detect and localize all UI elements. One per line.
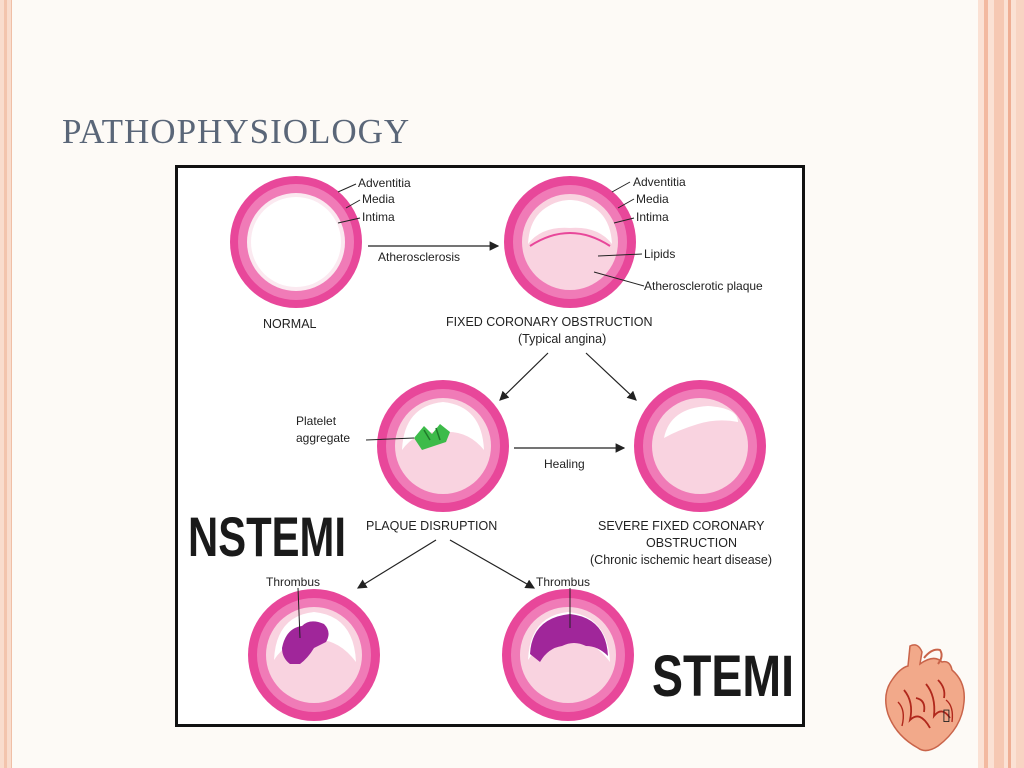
stemi-vessel <box>502 589 634 721</box>
label-adventitia-right: Adventitia <box>633 175 686 189</box>
label-lipids: Lipids <box>644 247 675 261</box>
label-thrombus-left: Thrombus <box>266 575 320 589</box>
fixed-obstruction-vessel <box>504 176 636 308</box>
plaque-disruption-vessel <box>377 380 509 512</box>
right-border-decoration <box>978 0 1024 768</box>
caption-chronic-ischemic: (Chronic ischemic heart disease) <box>590 553 772 567</box>
label-platelet: Platelet <box>296 414 337 428</box>
pathophysiology-diagram: Adventitia Media Intima NORMAL Atheroscl… <box>175 165 805 727</box>
label-atherosclerosis: Atherosclerosis <box>378 250 460 264</box>
caption-plaque-disruption: PLAQUE DISRUPTION <box>366 519 497 533</box>
label-intima-right: Intima <box>636 210 669 224</box>
label-atherosclerotic-plaque: Atherosclerotic plaque <box>644 279 763 293</box>
label-media-right: Media <box>636 192 669 206</box>
normal-vessel <box>230 176 362 308</box>
severe-obstruction-vessel <box>634 380 766 512</box>
nstemi-badge: NSTEMI <box>188 505 346 568</box>
heart-illustration <box>880 640 970 755</box>
stemi-badge: STEMI <box>652 644 794 709</box>
caption-obstruction: OBSTRUCTION <box>646 536 737 550</box>
label-aggregate: aggregate <box>296 431 350 445</box>
caption-severe-obstruction: SEVERE FIXED CORONARY <box>598 519 765 533</box>
nstemi-vessel <box>248 589 380 721</box>
caption-fixed-obstruction: FIXED CORONARY OBSTRUCTION <box>446 315 653 329</box>
label-adventitia-left: Adventitia <box>358 176 411 190</box>
left-border-decoration <box>0 0 12 768</box>
label-intima-left: Intima <box>362 210 395 224</box>
label-thrombus-right: Thrombus <box>536 575 590 589</box>
caption-typical-angina: (Typical angina) <box>518 332 606 346</box>
slide-title: PATHOPHYSIOLOGY <box>62 112 411 151</box>
label-healing: Healing <box>544 457 585 471</box>
page-number-glyph: ▯ <box>942 705 951 724</box>
label-media-left: Media <box>362 192 395 206</box>
caption-normal: NORMAL <box>263 317 317 331</box>
